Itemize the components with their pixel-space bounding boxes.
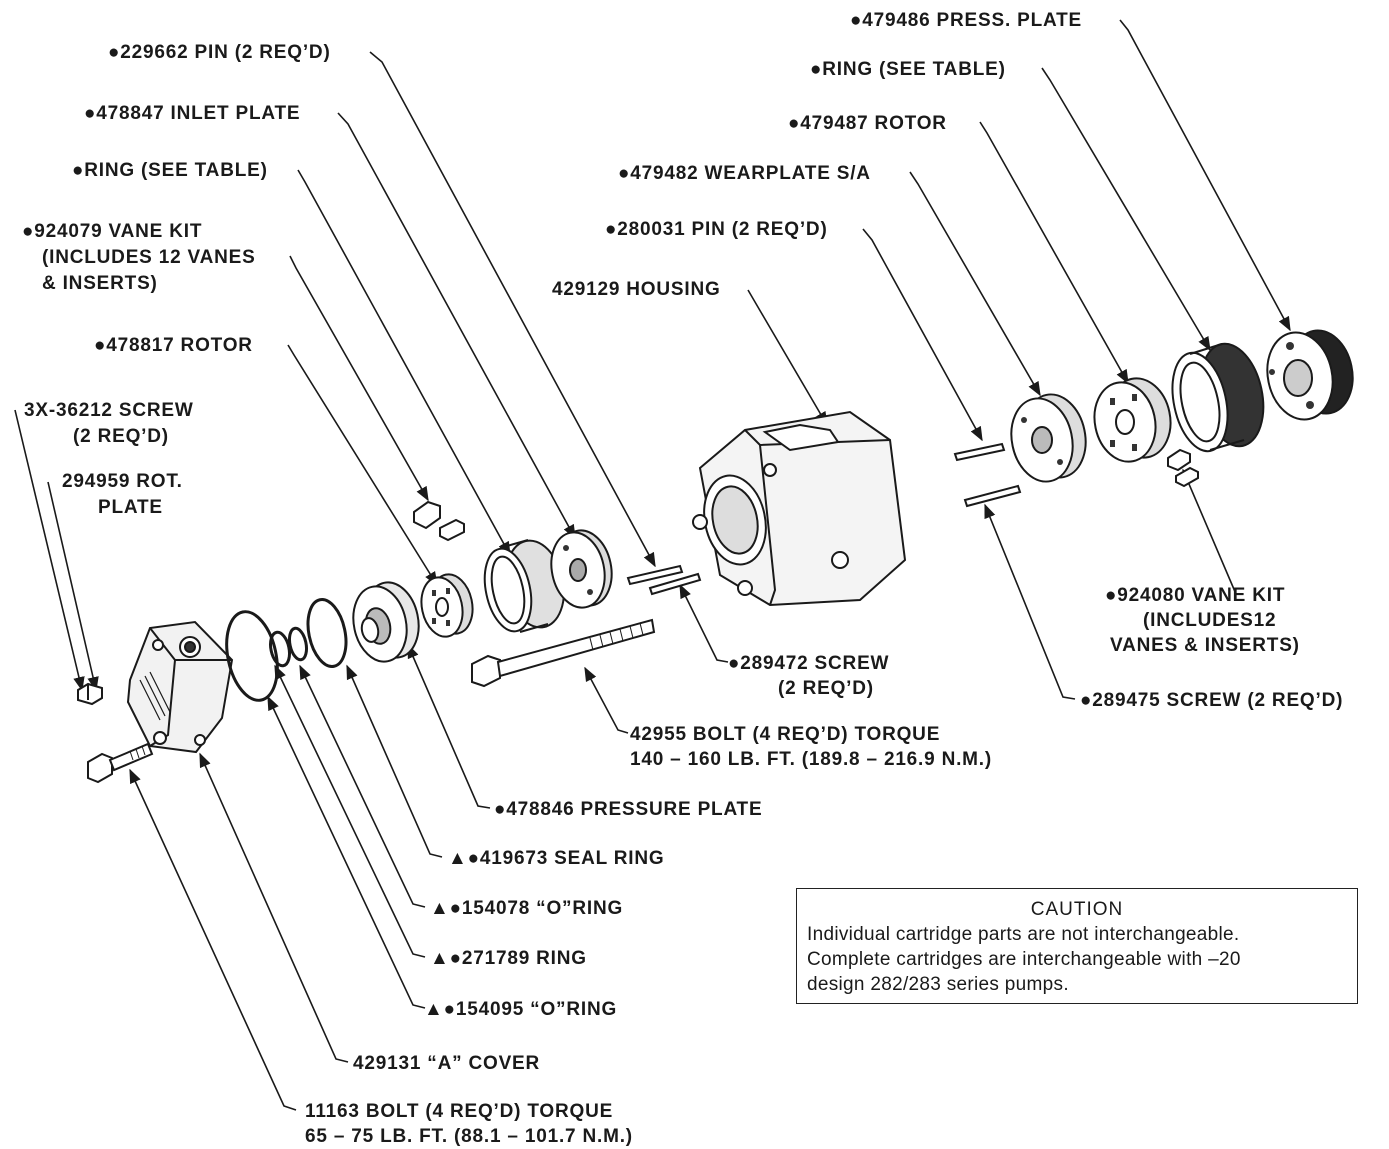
label-press-plate-479486: ●479486 PRESS. PLATE [850, 10, 1082, 31]
label-rot-plate-2: PLATE [98, 497, 163, 518]
leader-ring-left [297, 169, 511, 557]
rot-plate-screw-part [77, 682, 103, 706]
label-bolt-42955-1: 42955 BOLT (4 REQ’D) TORQUE [630, 724, 940, 745]
label-pin-229662: ●229662 PIN (2 REQ’D) [108, 42, 331, 63]
label-vane-kit-right-2: (INCLUDES12 [1143, 610, 1276, 631]
leader-pin-280031 [862, 228, 983, 442]
label-pin-280031: ●280031 PIN (2 REQ’D) [605, 219, 828, 240]
leader-wearplate [909, 171, 1041, 397]
label-bolt-11163-1: 11163 BOLT (4 REQ’D) TORQUE [305, 1101, 613, 1122]
press-plate-479486-part [1266, 329, 1354, 421]
leader-bolt-42955 [584, 666, 629, 734]
leader-seal-ring [346, 664, 443, 858]
label-vane-kit-right-3: VANES & INSERTS) [1110, 635, 1300, 656]
caution-line-3: design 282/283 series pumps. [807, 974, 1069, 995]
label-housing: 429129 HOUSING [552, 279, 721, 300]
caution-line-2: Complete cartridges are interchangeable … [807, 949, 1241, 970]
vane-kit-right-part [1167, 448, 1199, 488]
ring-right-part [1171, 342, 1265, 453]
leader-inlet-plate [337, 112, 576, 540]
leader-rotor-478817 [287, 344, 438, 587]
label-cover: 429131 “A” COVER [353, 1053, 540, 1074]
label-bolt-42955-2: 140 – 160 LB. FT. (189.8 – 216.9 N.M.) [630, 749, 992, 770]
label-inlet-plate: ●478847 INLET PLATE [84, 103, 300, 124]
leader-o-ring-154078 [299, 664, 426, 908]
leader-ring-right [1041, 67, 1211, 352]
label-wearplate: ●479482 WEARPLATE S/A [618, 163, 871, 184]
label-vane-kit-left-3: & INSERTS) [42, 273, 158, 294]
label-vane-kit-right-1: ●924080 VANE KIT [1105, 585, 1285, 606]
cover-part [126, 620, 234, 754]
leader-pressure-plate-478846 [407, 643, 491, 809]
label-screw-289475: ●289475 SCREW (2 REQ’D) [1080, 690, 1343, 711]
bolt-11163-part [87, 742, 154, 784]
leader-ring-271789 [274, 664, 426, 958]
housing-part [692, 410, 907, 607]
label-bolt-11163-2: 65 – 75 LB. FT. (88.1 – 101.7 N.M.) [305, 1126, 633, 1147]
caution-title: CAUTION [1030, 899, 1124, 920]
label-seal-ring: ▲●419673 SEAL RING [448, 848, 664, 869]
callout-labels: ●229662 PIN (2 REQ’D) ●478847 INLET PLAT… [22, 10, 1343, 1147]
rotor-478817-part [420, 573, 474, 638]
leader-o-ring-154095 [267, 695, 426, 1009]
label-screw-3x36212-1: 3X-36212 SCREW [24, 400, 194, 421]
leader-screw-289475 [984, 503, 1076, 700]
bolt-42955-part [471, 618, 656, 688]
label-ring-right: ●RING (SEE TABLE) [810, 59, 1006, 80]
leader-screw-3x36212 [14, 409, 85, 692]
label-pressure-plate-478846: ●478846 PRESSURE PLATE [494, 799, 762, 820]
leader-rot-plate [47, 481, 99, 692]
label-o-ring-154078: ▲●154078 “O”RING [430, 898, 623, 919]
label-screw-289472-1: ●289472 SCREW [728, 653, 889, 674]
leader-screw-289472 [679, 583, 729, 663]
label-rotor-479487: ●479487 ROTOR [788, 113, 947, 134]
leader-cover [199, 752, 349, 1063]
label-ring-left: ●RING (SEE TABLE) [72, 160, 268, 181]
label-rotor-478817: ●478817 ROTOR [94, 335, 253, 356]
label-vane-kit-left-1: ●924079 VANE KIT [22, 221, 202, 242]
leader-bolt-11163 [129, 768, 297, 1111]
pressure-plate-478846-part [352, 581, 420, 663]
caution-line-1: Individual cartridge parts are not inter… [807, 924, 1240, 945]
leader-vane-kit-left [289, 255, 429, 502]
label-vane-kit-left-2: (INCLUDES 12 VANES [42, 247, 256, 268]
label-screw-3x36212-2: (2 REQ’D) [73, 426, 169, 447]
leader-housing [747, 289, 828, 427]
label-screw-289472-2: (2 REQ’D) [778, 678, 874, 699]
o-ring-154078-part [287, 626, 309, 662]
seal-ring-part [306, 598, 348, 668]
inlet-plate-part [550, 529, 613, 609]
caution-box: CAUTION Individual cartridge parts are n… [796, 888, 1358, 1004]
leader-lines [14, 19, 1291, 1111]
o-ring-154095-part [225, 610, 279, 702]
leader-vane-kit-right [1182, 468, 1237, 595]
label-rot-plate-1: 294959 ROT. [62, 471, 183, 492]
vane-kit-left-part [413, 500, 465, 542]
parts [77, 329, 1354, 784]
pin-229662-part [626, 564, 702, 596]
wearplate-part [1010, 393, 1087, 483]
leader-pin-229662 [369, 51, 656, 568]
rotor-479487-part [1093, 377, 1172, 463]
ring-left-part [483, 539, 565, 633]
pin-280031-part [953, 442, 1022, 508]
leader-press-plate-479486 [1119, 19, 1291, 332]
label-ring-271789: ▲●271789 RING [430, 948, 587, 969]
leader-rotor-479487 [979, 121, 1129, 385]
ring-271789-part [269, 630, 291, 668]
label-o-ring-154095: ▲●154095 “O”RING [424, 999, 617, 1020]
